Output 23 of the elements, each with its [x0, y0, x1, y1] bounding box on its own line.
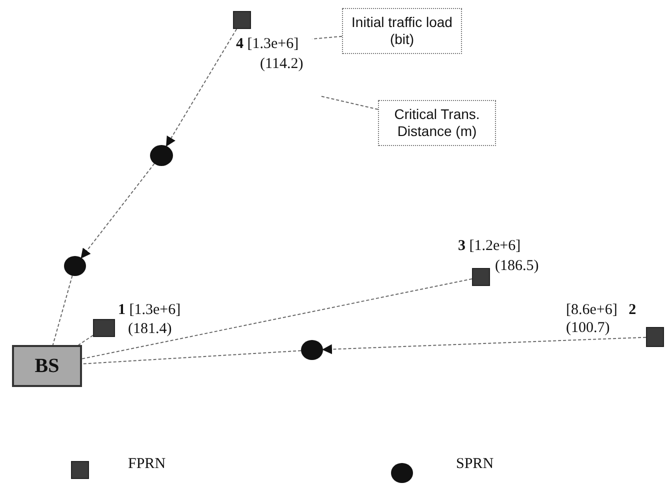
node-value-label: [8.6e+6] 2 [566, 302, 636, 318]
node-value-label: (100.7) [566, 320, 610, 336]
callout-box: Initial traffic load (bit) [342, 8, 462, 54]
node-value-label: 3 [1.2e+6] [458, 238, 521, 254]
sprn-dot [64, 256, 86, 276]
link-arrow [322, 336, 646, 354]
fprn-square [472, 268, 490, 286]
node-value-label: 4 [1.3e+6] [236, 36, 299, 52]
fprn-square [93, 319, 115, 337]
node-value-label: (181.4) [128, 321, 172, 337]
legend-label: SPRN [456, 456, 494, 473]
sprn-dot [150, 144, 172, 166]
link-arrow [166, 28, 238, 147]
link-arrow [80, 163, 155, 259]
node-value-label: (186.5) [495, 258, 539, 274]
node-value-label: 1 [1.3e+6] [118, 302, 181, 318]
callout-box: Critical Trans. Distance (m) [378, 100, 496, 146]
node-value-label: (114.2) [260, 56, 304, 72]
fprn-square [233, 11, 251, 29]
legend-label: FPRN [128, 456, 166, 473]
base-station-box: BS [12, 345, 82, 387]
fprn-square [646, 327, 664, 347]
sprn-dot [301, 340, 323, 360]
